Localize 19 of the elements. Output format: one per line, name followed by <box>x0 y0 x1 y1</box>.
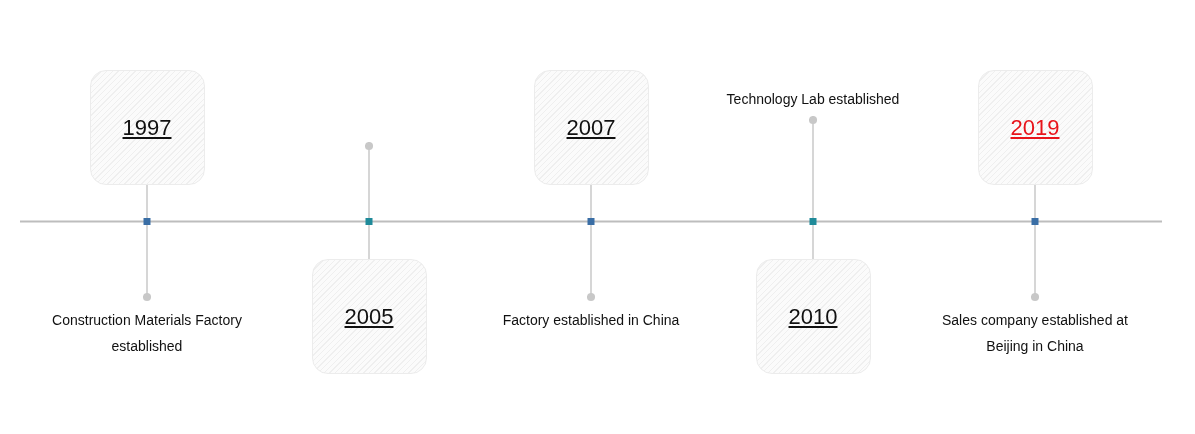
year-label: 2010 <box>788 303 838 330</box>
year-card <box>89 70 205 185</box>
year-card <box>977 70 1093 185</box>
year-label: 2005 <box>344 303 394 330</box>
milestone-text: Sales company established at Beijing in China <box>940 297 1130 359</box>
connector-line <box>1030 184 1040 302</box>
year-card <box>533 70 649 185</box>
connector-line <box>586 184 596 302</box>
milestone-text: Construction Materials Factory established <box>52 297 242 359</box>
year-card <box>755 259 871 374</box>
year-label: 2019 <box>1010 114 1060 141</box>
connector-line <box>364 141 374 260</box>
connector-line <box>808 115 818 260</box>
year-label: 1997 <box>122 114 172 141</box>
connector-line <box>142 184 152 302</box>
year-label: 2007 <box>566 114 616 141</box>
milestone-text: Factory established in China <box>496 297 686 333</box>
year-card <box>311 259 427 374</box>
milestone-text: Technology Lab established <box>718 86 908 120</box>
